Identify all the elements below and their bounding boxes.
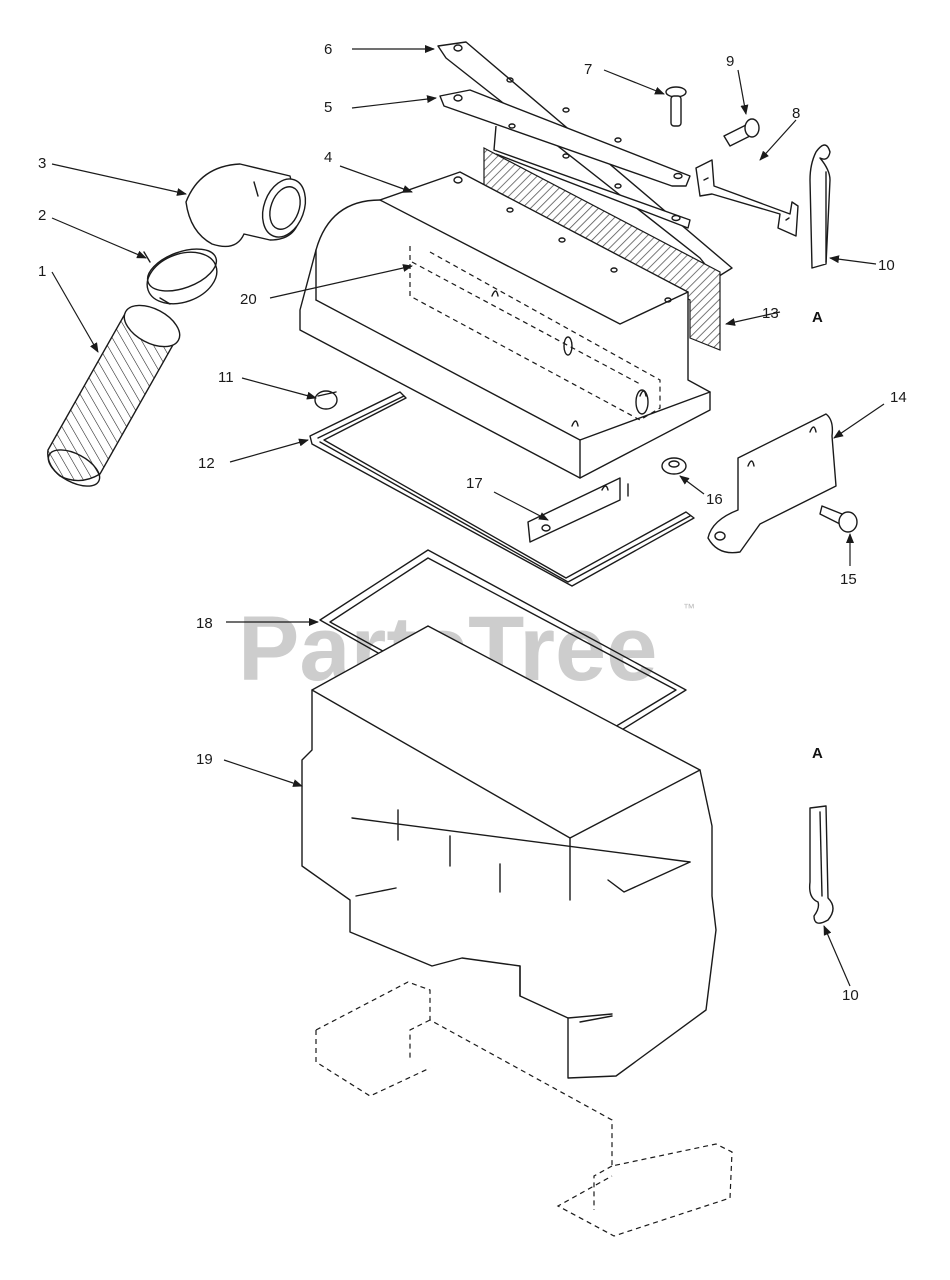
part-11-plug [314,390,338,410]
callout-20: 20 [240,291,257,308]
part-9-bolt [723,118,760,147]
part-2-clamp [143,248,218,305]
callout-19: 19 [196,751,213,768]
watermark-trademark: ™ [683,601,695,615]
callout-6: 6 [324,41,332,58]
view-label-a-bottom: A [812,745,823,762]
part-10-hook-rod-top [809,144,831,269]
callout-13: 13 [762,305,779,322]
part-19-base-housing [301,625,717,1079]
callout-17: 17 [466,475,483,492]
part-10-hook-rod-bottom [808,805,834,924]
callout-3: 3 [38,155,46,172]
callout-11: 11 [218,369,234,386]
callout-14: 14 [890,389,907,406]
callout-4: 4 [324,149,332,166]
callout-1: 1 [38,263,46,280]
callout-15: 15 [840,571,857,588]
leader-lines [51,45,885,987]
callout-7: 7 [584,61,592,78]
callout-10-top: 10 [878,257,895,274]
view-label-a-top: A [812,309,823,326]
part-17-plate [527,477,629,543]
callout-8: 8 [792,105,800,122]
part-4-housing [299,171,711,479]
part-14-mounting-plate [707,413,837,554]
part-8-bracket [695,159,799,237]
callout-12: 12 [198,455,215,472]
mounting-frame-reference [315,981,733,1237]
callout-9: 9 [726,53,734,70]
part-12-wire-frame [309,391,695,587]
callout-18: 18 [196,615,213,632]
part-1-hose [47,304,181,487]
callout-labels: 1 2 3 4 5 6 7 8 9 10 10 11 12 13 14 15 1… [38,41,907,1004]
part-3-elbow [185,163,307,248]
part-16-grommet [661,457,687,475]
callout-16: 16 [706,491,723,508]
callout-5: 5 [324,99,332,116]
callout-10-bottom: 10 [842,987,859,1004]
part-7-screw [665,86,687,127]
part-20-internal-duct [409,246,661,421]
callout-2: 2 [38,207,46,224]
part-15-bolt [819,505,858,533]
part-5-strap [439,89,691,229]
